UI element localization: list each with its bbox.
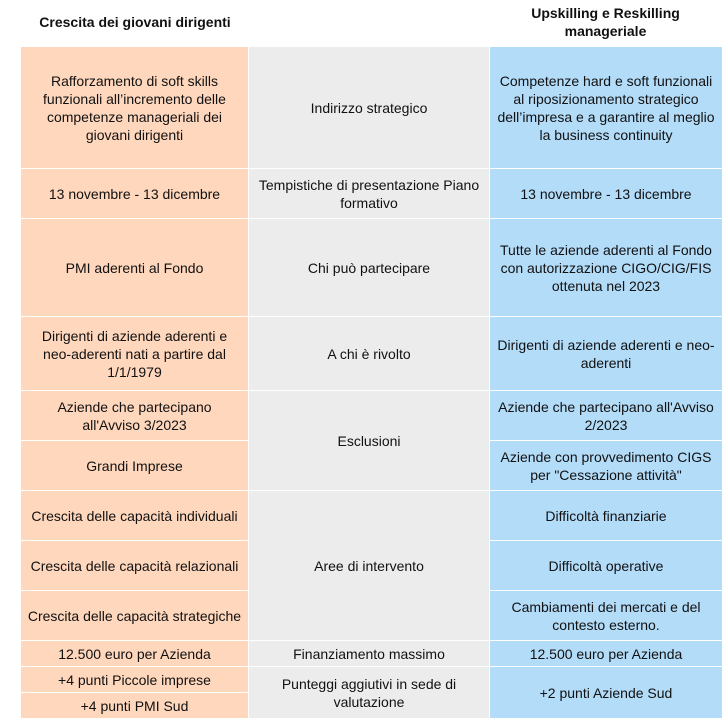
cell-left: Crescita delle capacità strategiche bbox=[20, 590, 249, 641]
cell-middle: Finanziamento massimo bbox=[248, 640, 490, 667]
cell-right: 12.500 euro per Azienda bbox=[489, 640, 722, 667]
cell-middle: A chi è rivolto bbox=[248, 316, 490, 391]
table-row: 12.500 euro per Azienda Finanziamento ma… bbox=[20, 640, 722, 667]
cell-left: Grandi Imprese bbox=[20, 440, 249, 491]
cell-right: Tutte le aziende aderenti al Fondo con a… bbox=[489, 218, 722, 317]
cell-middle: Aree di intervento bbox=[248, 490, 490, 641]
table-row: PMI aderenti al Fondo Chi può partecipar… bbox=[20, 218, 722, 317]
cell-middle: Indirizzo strategico bbox=[248, 46, 490, 169]
cell-left: 12.500 euro per Azienda bbox=[20, 640, 249, 667]
cell-right: Cambiamenti dei mercati e del contesto e… bbox=[489, 590, 722, 641]
cell-left: Dirigenti di aziende aderenti e neo-ader… bbox=[20, 316, 249, 391]
cell-right: +2 punti Aziende Sud bbox=[489, 666, 722, 719]
cell-middle: Esclusioni bbox=[248, 390, 490, 491]
cell-left: 13 novembre - 13 dicembre bbox=[20, 168, 249, 219]
cell-left: PMI aderenti al Fondo bbox=[20, 218, 249, 317]
table-row: 13 novembre - 13 dicembre Tempistiche di… bbox=[20, 168, 722, 219]
cell-left: Rafforzamento di soft skills funzionali … bbox=[20, 46, 249, 169]
header-left: Crescita dei giovani dirigenti bbox=[39, 13, 231, 30]
cell-middle: Chi può partecipare bbox=[248, 218, 490, 317]
table-row: Rafforzamento di soft skills funzionali … bbox=[20, 46, 722, 169]
header-right: Upskilling e Reskilling manageriale bbox=[531, 5, 680, 39]
cell-right: Dirigenti di aziende aderenti e neo-ader… bbox=[489, 316, 722, 391]
cell-middle: Punteggi aggiutivi in sede di valutazion… bbox=[248, 666, 490, 719]
cell-left: Crescita delle capacità relazionali bbox=[20, 540, 249, 591]
table-row: +4 punti Piccole imprese Punteggi aggiut… bbox=[20, 666, 722, 719]
cell-left: +4 punti PMI Sud bbox=[20, 692, 249, 719]
cell-right: 13 novembre - 13 dicembre bbox=[489, 168, 722, 219]
table-row: Dirigenti di aziende aderenti e neo-ader… bbox=[20, 316, 722, 391]
comparison-table: Rafforzamento di soft skills funzionali … bbox=[20, 46, 722, 719]
cell-right: Difficoltà finanziarie bbox=[489, 490, 722, 541]
cell-left: Aziende che partecipano all'Avviso 3/202… bbox=[20, 390, 249, 441]
table-row: +4 punti PMI Sud bbox=[20, 692, 722, 719]
table-row: Aziende che partecipano all'Avviso 3/202… bbox=[20, 390, 722, 491]
cell-left: +4 punti Piccole imprese bbox=[20, 666, 249, 693]
table-row: Crescita delle capacità relazionali Diff… bbox=[20, 540, 722, 591]
cell-right: Difficoltà operative bbox=[489, 540, 722, 591]
cell-left: Crescita delle capacità individuali bbox=[20, 490, 249, 541]
cell-middle: Tempistiche di presentazione Piano forma… bbox=[248, 168, 490, 219]
table-row: Grandi Imprese Aziende con provvedimento… bbox=[20, 440, 722, 491]
cell-right: Aziende con provvedimento CIGS per "Cess… bbox=[489, 440, 722, 491]
table-row: Crescita delle capacità individuali Aree… bbox=[20, 490, 722, 641]
cell-right: Aziende che partecipano all'Avviso 2/202… bbox=[489, 390, 722, 441]
cell-right: Competenze hard e soft funzionali al rip… bbox=[489, 46, 722, 169]
